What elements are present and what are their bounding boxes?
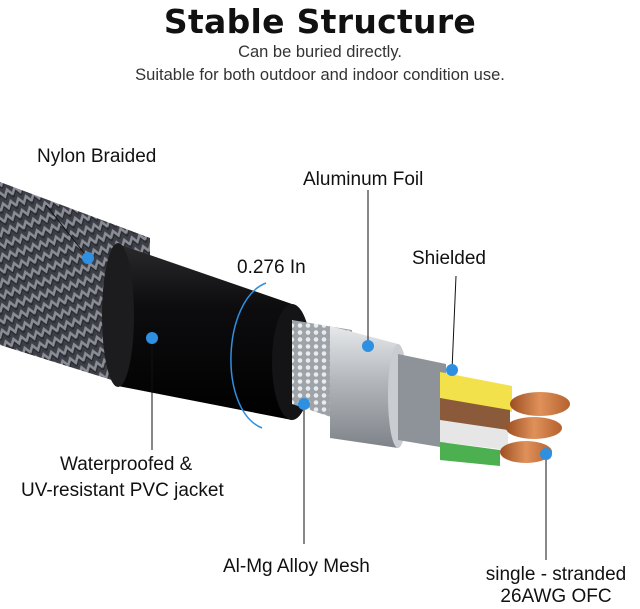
marker-aluminum <box>362 340 374 352</box>
marker-pvc <box>146 332 158 344</box>
subtitle-line-2: Suitable for both outdoor and indoor con… <box>135 66 505 84</box>
label-core-line-1: single - stranded <box>485 564 627 585</box>
markers <box>82 252 552 460</box>
label-core-line-2: 26AWG OFC <box>500 586 612 607</box>
label-nylon-braided: Nylon Braided <box>37 146 157 167</box>
diameter-arc <box>230 282 267 429</box>
marker-mesh <box>298 398 310 410</box>
marker-core <box>540 448 552 460</box>
inner-wires <box>440 372 512 466</box>
label-diameter: 0.276 In <box>237 257 306 278</box>
marker-nylon <box>82 252 94 264</box>
label-al-mg-mesh: Al-Mg Alloy Mesh <box>223 556 370 577</box>
label-aluminum-foil: Aluminum Foil <box>303 169 424 190</box>
leader-nylon <box>45 204 89 259</box>
leader-shielded <box>451 275 457 371</box>
leader-lines <box>45 190 547 560</box>
inner-shield <box>398 354 446 448</box>
label-pvc-line-2: UV-resistant PVC jacket <box>21 480 224 501</box>
page-title: Stable Structure <box>163 2 477 41</box>
subtitle-line-1: Can be buried directly. <box>238 43 402 61</box>
label-pvc-line-1: Waterproofed & <box>60 454 193 475</box>
label-shielded: Shielded <box>412 248 486 269</box>
copper-cores <box>500 392 570 463</box>
marker-shielded <box>446 364 458 376</box>
